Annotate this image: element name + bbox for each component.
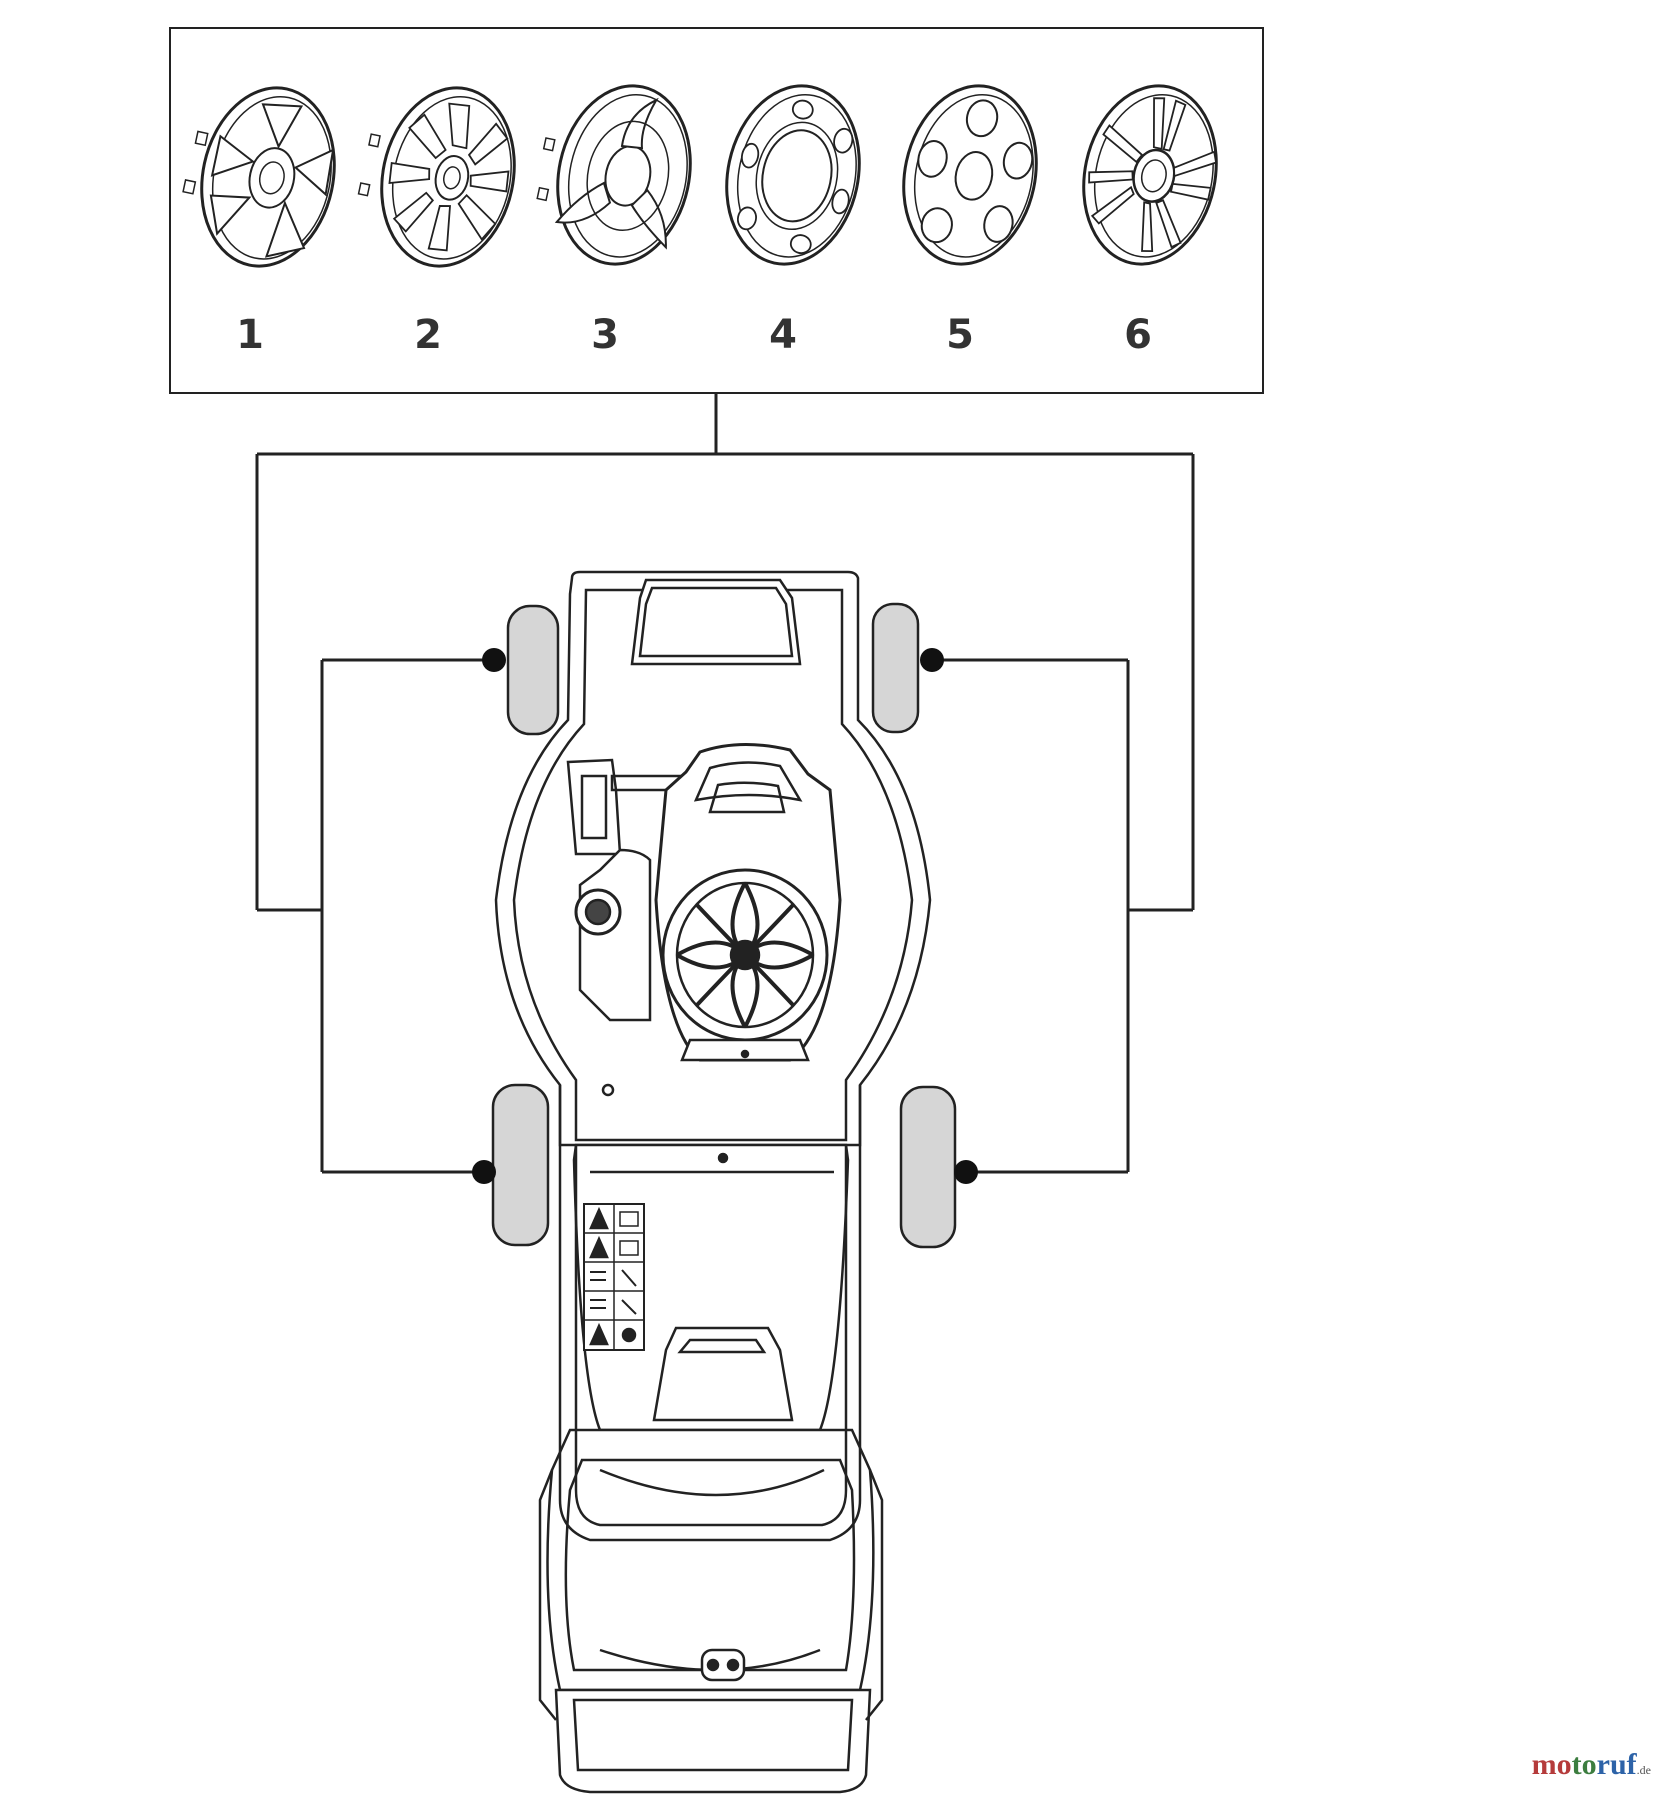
- wheel-rear-right: [899, 1085, 957, 1249]
- logo-part-3: ruf: [1596, 1748, 1637, 1781]
- leader-lines: [255, 393, 1195, 1174]
- logo-tld: .de: [1636, 1763, 1651, 1777]
- leader-dot-front-right: [920, 648, 944, 672]
- wheel-front-right: [871, 602, 920, 734]
- hubcap-number-3: 3: [591, 312, 619, 358]
- leader-dots: [472, 648, 978, 1184]
- hubcap-number-2: 2: [414, 312, 442, 358]
- leader-dot-front-left: [482, 648, 506, 672]
- hubcap-5: [886, 71, 1054, 279]
- logo-part-2: to: [1571, 1748, 1597, 1781]
- wheel-rear-left: [491, 1083, 550, 1247]
- hubcap-number-1: 1: [236, 312, 264, 358]
- watermark-logo: motoruf.de: [1532, 1748, 1651, 1782]
- hubcap-4: [709, 71, 877, 279]
- lawn-mower: [491, 570, 957, 1794]
- hubcap-number-6: 6: [1124, 312, 1152, 358]
- wheel-front-left: [506, 604, 560, 736]
- hubcap-6: [1066, 71, 1234, 279]
- logo-part-1: mo: [1531, 1748, 1572, 1781]
- hubcap-2: [357, 73, 532, 281]
- hubcap-number-4: 4: [769, 312, 797, 358]
- leader-dot-rear-right: [954, 1160, 978, 1184]
- warning-label: [583, 1203, 645, 1351]
- leader-dot-rear-left: [472, 1160, 496, 1184]
- hubcap-3: [536, 71, 708, 279]
- hubcap-number-5: 5: [946, 312, 974, 358]
- hubcap-1: [182, 73, 352, 281]
